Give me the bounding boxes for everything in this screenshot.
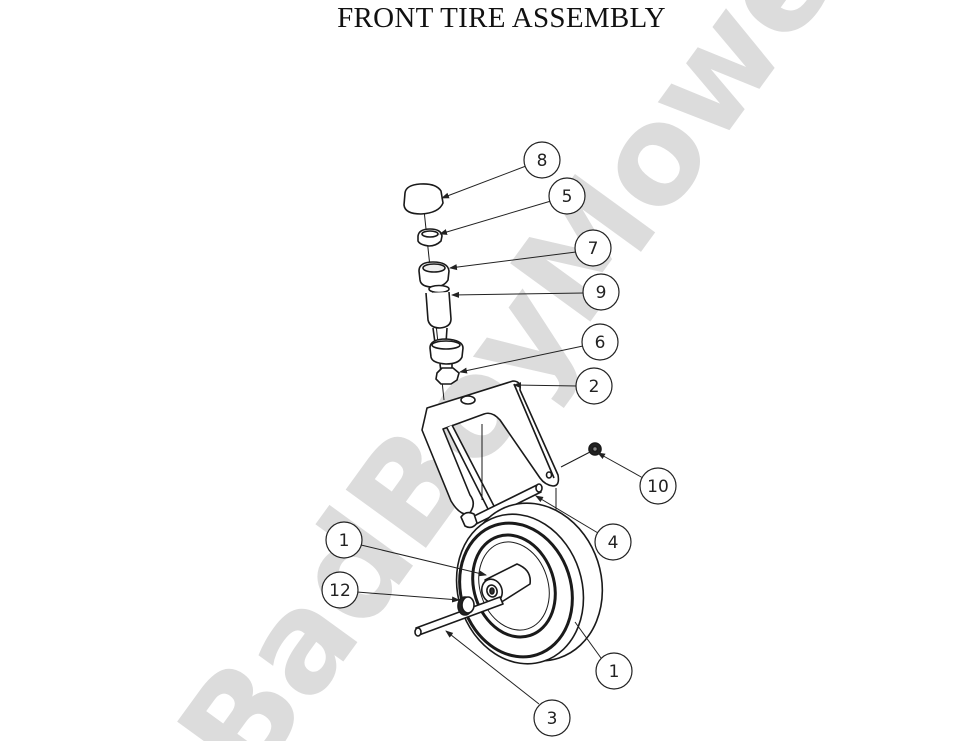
- svg-text:7: 7: [588, 239, 599, 259]
- svg-text:9: 9: [596, 283, 607, 303]
- callouts: 8 5 7 9 6 2 10 4: [321, 141, 677, 737]
- cap-part: [403, 183, 444, 215]
- svg-text:8: 8: [537, 151, 548, 171]
- bearing-part: [418, 261, 450, 288]
- callout-4: 4: [594, 523, 632, 561]
- callout-6: 6: [581, 323, 619, 361]
- spindle-part: [425, 284, 464, 385]
- svg-text:3: 3: [547, 709, 558, 729]
- page-title: FRONT TIRE ASSEMBLY: [337, 2, 666, 34]
- callout-12: 12: [321, 571, 359, 609]
- callout-8: 8: [523, 141, 561, 179]
- svg-text:12: 12: [329, 581, 351, 601]
- svg-text:5: 5: [562, 187, 573, 207]
- callout-7: 7: [574, 229, 612, 267]
- svg-text:10: 10: [647, 477, 669, 497]
- svg-text:1: 1: [609, 662, 620, 682]
- callout-2: 2: [575, 367, 613, 405]
- callout-1-tire: 1: [595, 652, 633, 690]
- svg-text:1: 1: [339, 531, 350, 551]
- svg-text:2: 2: [589, 377, 600, 397]
- callout-10: 10: [639, 467, 677, 505]
- callout-9: 9: [582, 273, 620, 311]
- callout-5: 5: [548, 177, 586, 215]
- nut-part: [417, 228, 443, 247]
- tire-part: [455, 502, 604, 665]
- callout-1-hub: 1: [325, 521, 363, 559]
- svg-text:4: 4: [608, 533, 619, 553]
- fork-part: [421, 380, 560, 516]
- lock-nut-part: [588, 442, 602, 456]
- axle-part: [414, 596, 504, 637]
- bolt-part: [460, 483, 543, 529]
- svg-text:6: 6: [595, 333, 606, 353]
- callout-3: 3: [533, 699, 571, 737]
